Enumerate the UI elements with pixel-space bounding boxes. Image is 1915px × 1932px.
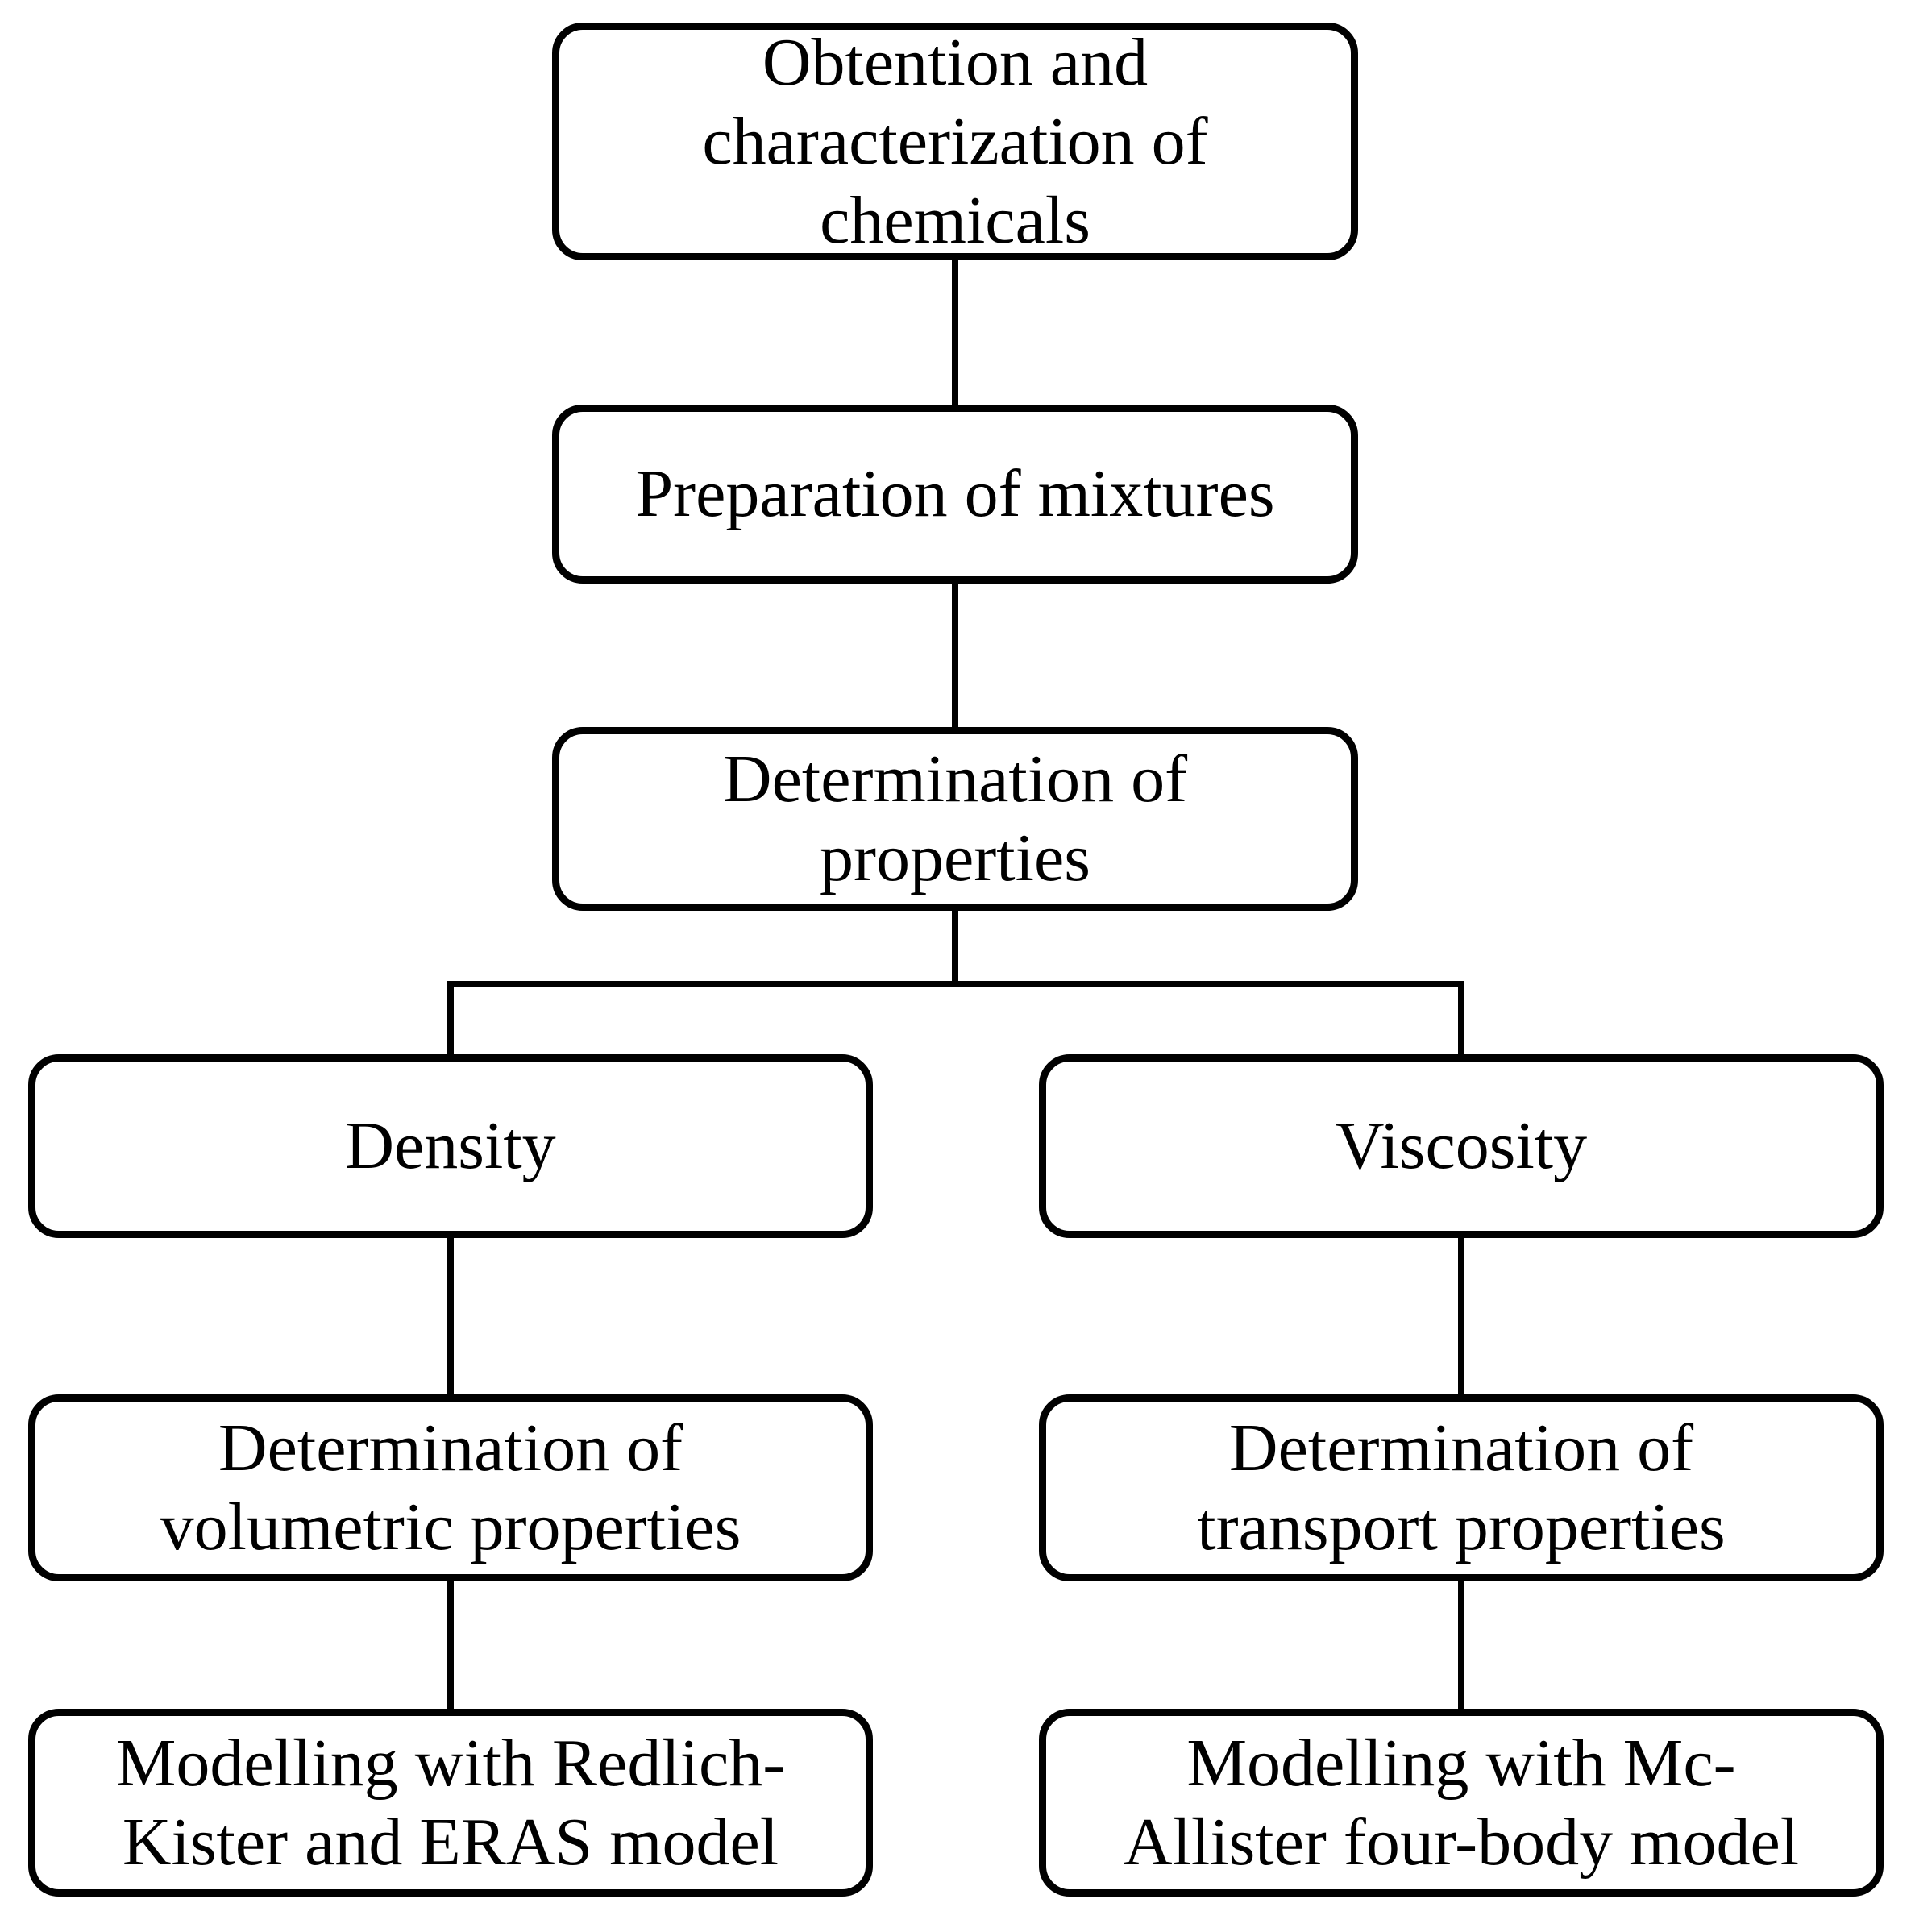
connector-preparation-to-determination <box>952 584 958 727</box>
node-obtention-and-characterization: Obtention and characterization of chemic… <box>552 23 1358 260</box>
node-viscosity: Viscosity <box>1039 1054 1884 1238</box>
connector-density-to-volumetric <box>447 1238 454 1394</box>
connector-viscosity-to-transport <box>1458 1238 1464 1394</box>
node-determination-transport-properties: Determination of transport properties <box>1039 1394 1884 1581</box>
connector-obtention-to-preparation <box>952 260 958 405</box>
connector-branch-horizontal <box>447 981 1464 987</box>
connector-branch-to-viscosity <box>1458 981 1464 1054</box>
connector-transport-to-modelling-mc <box>1458 1581 1464 1709</box>
node-determination-of-properties: Determination of properties <box>552 727 1358 911</box>
node-density: Density <box>28 1054 873 1238</box>
node-modelling-redlich-kister-eras: Modelling with Redlich- Kister and ERAS … <box>28 1709 873 1897</box>
node-determination-volumetric-properties: Determination of volumetric properties <box>28 1394 873 1581</box>
node-modelling-mcallister-four-body: Modelling with Mc- Allister four-body mo… <box>1039 1709 1884 1897</box>
connector-determination-to-branch <box>952 911 958 987</box>
connector-branch-to-density <box>447 981 454 1054</box>
node-preparation-of-mixtures: Preparation of mixtures <box>552 405 1358 584</box>
connector-volumetric-to-modelling-rk <box>447 1581 454 1709</box>
